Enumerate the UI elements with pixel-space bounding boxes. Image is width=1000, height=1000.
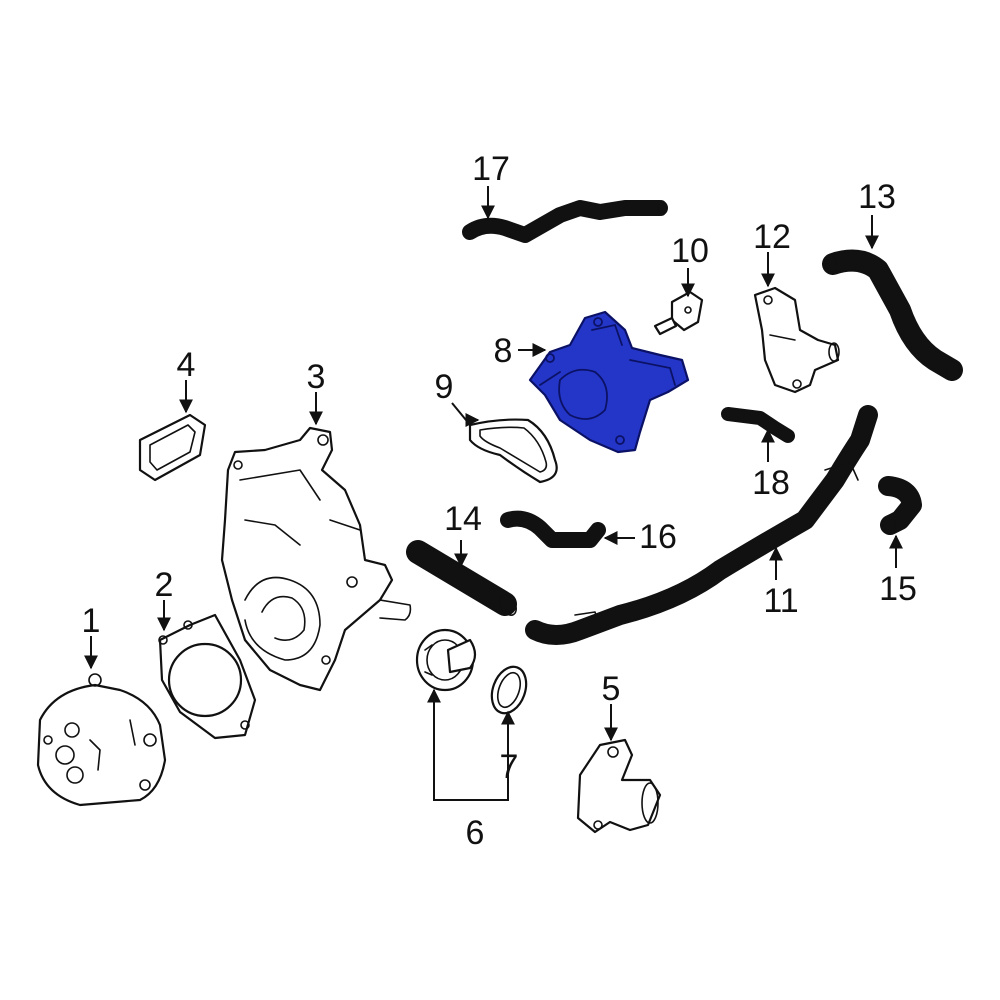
- callout-1: 1: [82, 602, 101, 640]
- part-12-fitting[interactable]: [753, 286, 840, 394]
- callout-9: 9: [435, 368, 454, 406]
- callout-2: 2: [155, 566, 174, 604]
- callout-4: 4: [177, 346, 196, 384]
- callout-8: 8: [494, 332, 513, 370]
- leader-lines: [84, 186, 903, 801]
- part-1-water-pump[interactable]: [36, 673, 167, 807]
- part-9-gasket[interactable]: [468, 418, 558, 484]
- callout-16: 16: [639, 518, 677, 556]
- part-10-sensor[interactable]: [653, 290, 704, 336]
- part-8-water-outlet-housing[interactable]: [528, 310, 690, 454]
- part-14-pipe[interactable]: [406, 540, 520, 618]
- callout-18: 18: [752, 464, 790, 502]
- callout-12: 12: [753, 218, 791, 256]
- part-7-seal[interactable]: [486, 662, 532, 718]
- part-13-hose[interactable]: [822, 249, 963, 381]
- callout-13: 13: [858, 178, 896, 216]
- part-18-hose[interactable]: [721, 407, 795, 443]
- part-16-hose[interactable]: [500, 510, 606, 548]
- part-17-hose[interactable]: [462, 200, 668, 243]
- callout-3: 3: [307, 358, 326, 396]
- part-3-front-cover[interactable]: [220, 426, 412, 692]
- part-5-outlet[interactable]: [576, 738, 662, 834]
- part-6-thermostat[interactable]: [415, 628, 477, 692]
- callout-7: 7: [500, 748, 519, 786]
- callout-17: 17: [472, 150, 510, 188]
- part-4-gasket[interactable]: [138, 413, 207, 482]
- callout-15: 15: [879, 570, 917, 608]
- part-11-water-pipe[interactable]: [525, 405, 878, 645]
- callout-5: 5: [602, 670, 621, 708]
- callout-10: 10: [671, 232, 709, 270]
- callout-labels: 1 2 3 4 5 6 7 8 9 10 11 12 13 14 15 16 1…: [82, 150, 917, 852]
- leader-6: [427, 688, 515, 801]
- part-15-hose[interactable]: [878, 476, 922, 535]
- part-2-gasket[interactable]: [158, 613, 257, 740]
- callout-11: 11: [763, 582, 798, 620]
- callout-14: 14: [444, 500, 482, 538]
- callout-6: 6: [466, 814, 485, 852]
- leader-9: [451, 402, 480, 427]
